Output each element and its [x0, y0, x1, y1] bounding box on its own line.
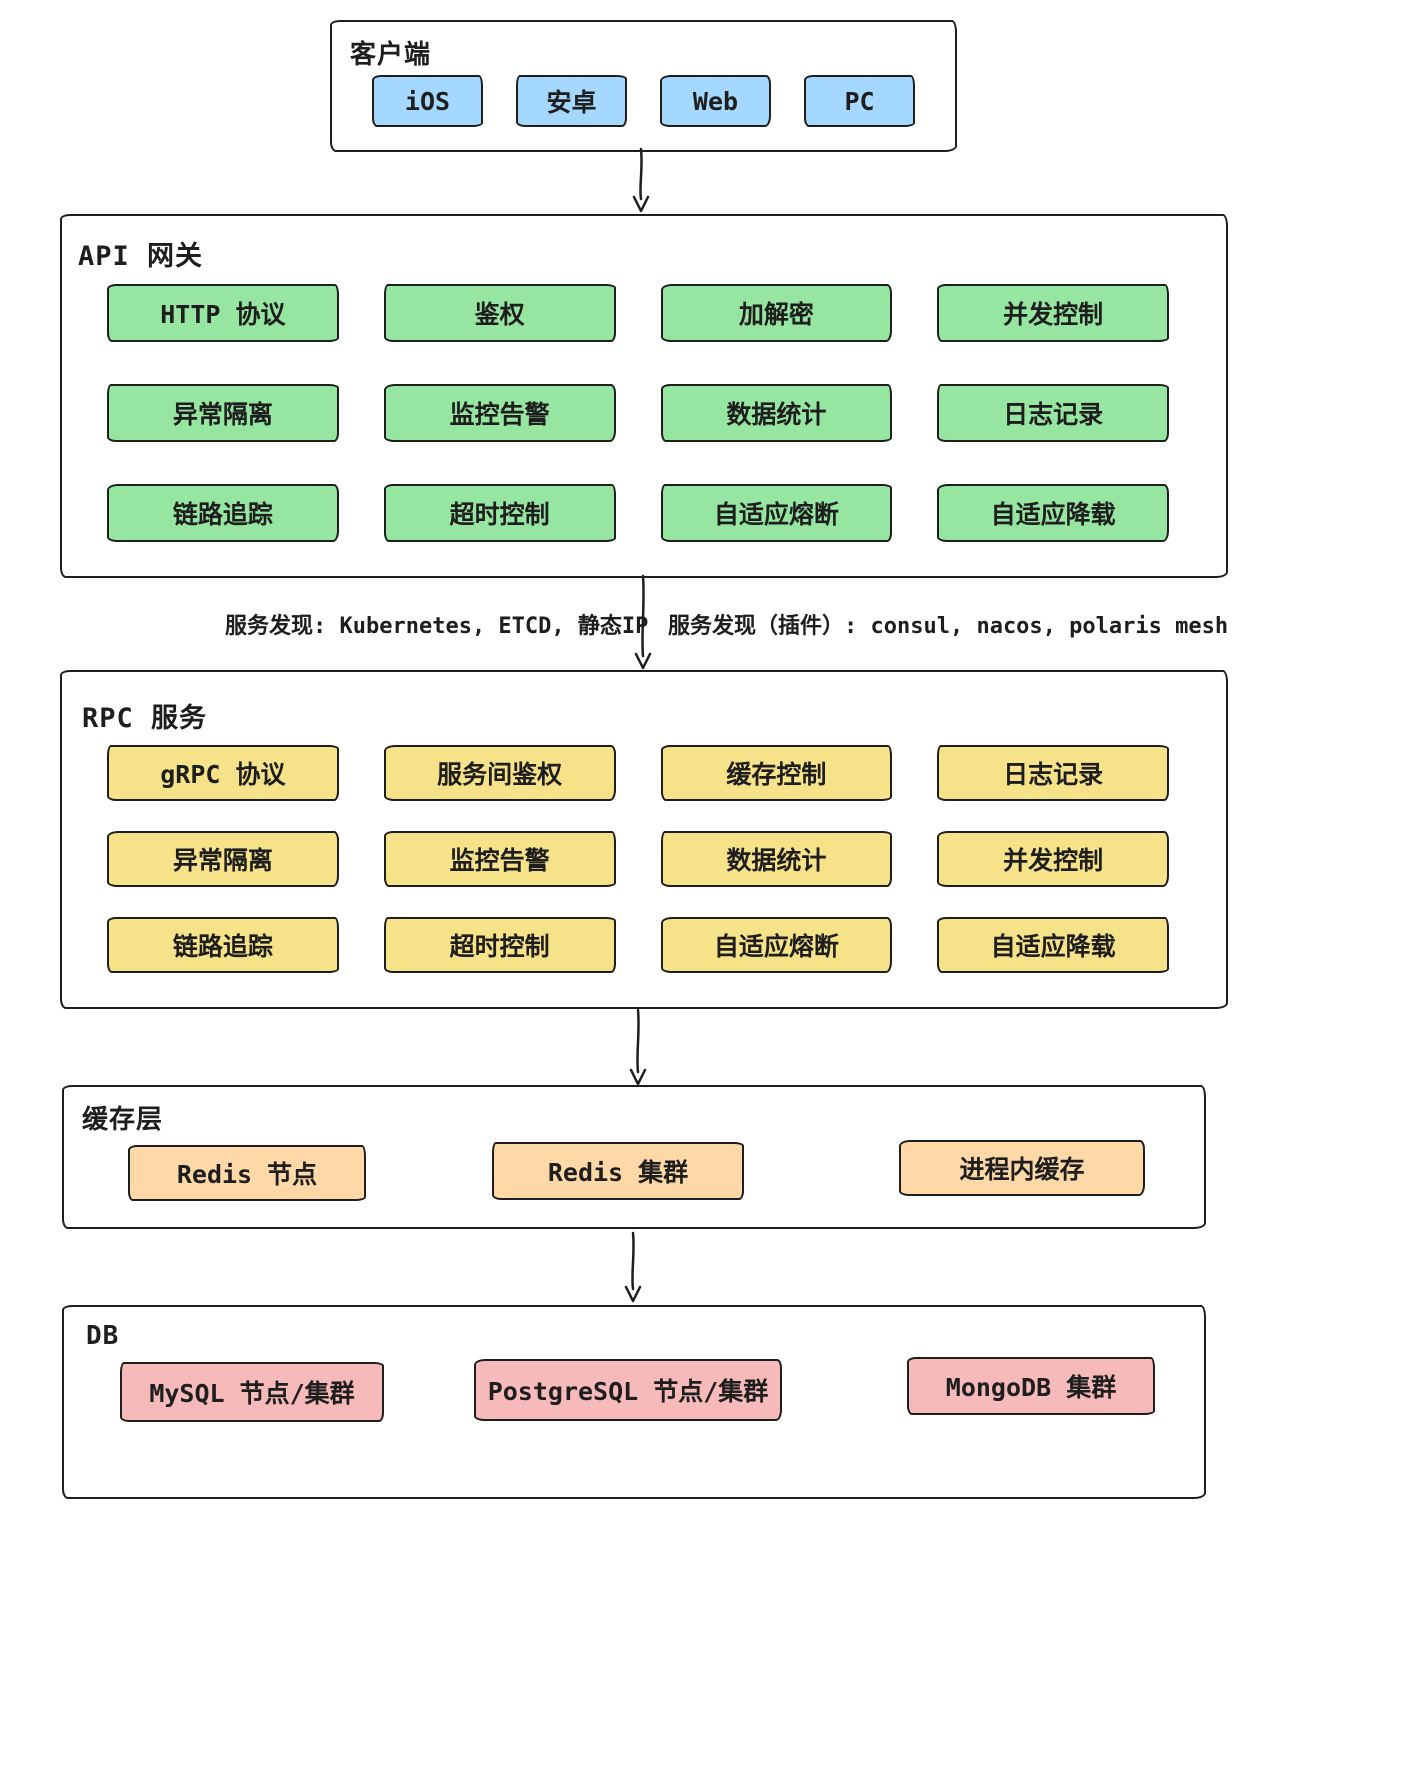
api-gateway-section: API 网关 HTTP 协议 鉴权 加解密 并发控制 异常隔离 监控告警 数据统… [60, 214, 1228, 578]
arrow-down-icon [632, 147, 650, 213]
gateway-cell-tracing: 链路追踪 [107, 484, 339, 542]
service-discovery-label-left: 服务发现: Kubernetes, ETCD, 静态IP [225, 614, 649, 639]
gateway-cell-fault-isolation: 异常隔离 [107, 384, 339, 442]
rpc-cell-service-auth: 服务间鉴权 [383, 745, 616, 801]
gateway-cell-http-protocol: HTTP 协议 [107, 284, 339, 342]
cache-layer-section-title: 缓存层 [82, 1105, 164, 1135]
service-discovery-label-right: 服务发现（插件）: consul, nacos, polaris mesh [668, 614, 1229, 639]
rpc-cell-adaptive-load-shedding: 自适应降载 [937, 917, 1169, 973]
arrow-down-icon [629, 1008, 647, 1086]
db-node-mysql: MySQL 节点/集群 [120, 1362, 384, 1422]
cache-node-in-process: 进程内缓存 [899, 1140, 1145, 1196]
db-node-postgresql: PostgreSQL 节点/集群 [474, 1359, 782, 1421]
db-section: DB MySQL 节点/集群 PostgreSQL 节点/集群 MongoDB … [62, 1305, 1206, 1499]
client-node-pc: PC [804, 75, 915, 127]
rpc-cell-tracing: 链路追踪 [107, 917, 339, 973]
rpc-cell-grpc-protocol: gRPC 协议 [107, 745, 339, 801]
client-section: 客户端 iOS 安卓 Web PC [330, 20, 957, 152]
client-node-ios: iOS [372, 75, 483, 127]
rpc-cell-monitoring-alert: 监控告警 [383, 831, 616, 887]
gateway-cell-data-stats: 数据统计 [660, 384, 893, 442]
client-node-row: iOS 安卓 Web PC [372, 75, 915, 127]
cache-node-redis-node: Redis 节点 [128, 1145, 366, 1201]
rpc-service-section-title: RPC 服务 [82, 703, 208, 734]
db-section-title: DB [86, 1321, 120, 1351]
gateway-cell-adaptive-circuit-break: 自适应熔断 [660, 484, 893, 542]
gateway-cell-logging: 日志记录 [937, 384, 1169, 442]
client-section-title: 客户端 [350, 40, 432, 70]
gateway-cell-concurrency-control: 并发控制 [937, 284, 1169, 342]
client-node-android: 安卓 [516, 75, 627, 127]
arrow-down-icon [624, 1231, 642, 1303]
rpc-cell-fault-isolation: 异常隔离 [107, 831, 339, 887]
rpc-cell-data-stats: 数据统计 [660, 831, 893, 887]
api-gateway-feature-grid: HTTP 协议 鉴权 加解密 并发控制 异常隔离 监控告警 数据统计 日志记录 … [107, 284, 1169, 542]
rpc-service-section: RPC 服务 gRPC 协议 服务间鉴权 缓存控制 日志记录 异常隔离 监控告警… [60, 670, 1228, 1009]
rpc-feature-grid: gRPC 协议 服务间鉴权 缓存控制 日志记录 异常隔离 监控告警 数据统计 并… [107, 745, 1169, 973]
client-node-web: Web [660, 75, 771, 127]
rpc-cell-concurrency-control: 并发控制 [937, 831, 1169, 887]
rpc-cell-adaptive-circuit-break: 自适应熔断 [660, 917, 893, 973]
cache-node-redis-cluster: Redis 集群 [492, 1142, 744, 1200]
gateway-cell-auth: 鉴权 [383, 284, 616, 342]
gateway-cell-monitoring-alert: 监控告警 [383, 384, 616, 442]
arrow-down-icon [634, 574, 652, 670]
rpc-cell-cache-control: 缓存控制 [660, 745, 893, 801]
db-node-mongodb: MongoDB 集群 [907, 1357, 1155, 1415]
api-gateway-section-title: API 网关 [78, 241, 204, 272]
rpc-cell-logging: 日志记录 [937, 745, 1169, 801]
gateway-cell-adaptive-load-shedding: 自适应降载 [937, 484, 1169, 542]
gateway-cell-encryption: 加解密 [660, 284, 893, 342]
cache-layer-section: 缓存层 Redis 节点 Redis 集群 进程内缓存 [62, 1085, 1206, 1229]
rpc-cell-timeout-control: 超时控制 [383, 917, 616, 973]
gateway-cell-timeout-control: 超时控制 [383, 484, 616, 542]
